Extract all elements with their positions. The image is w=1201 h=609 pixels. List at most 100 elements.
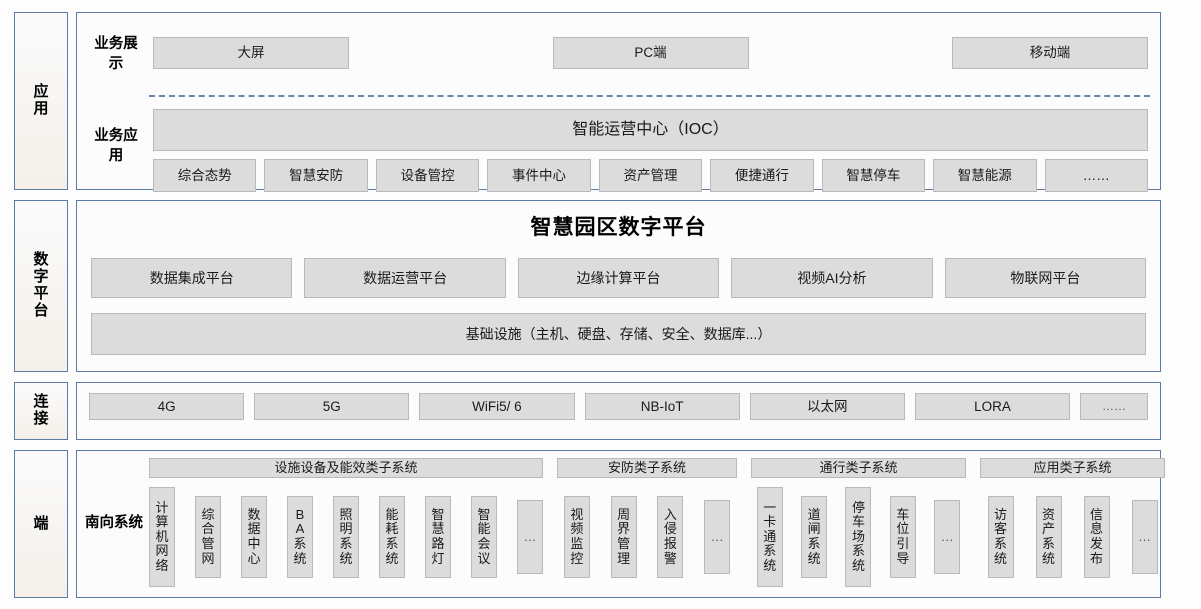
layer-application: 应用 业务展示 业务应用 大屏 PC端 移动端 智能运营中心（IOC） 综合态势… (14, 12, 1161, 192)
subsystem-group-application: 应用类子系统 访客系统 资产系统 信息发布 … (980, 458, 1165, 590)
subsystem-group-security: 安防类子系统 视频监控 周界管理 入侵报警 … (557, 458, 737, 590)
subsystem-group-application-title: 应用类子系统 (980, 458, 1165, 478)
subsystem-label: 信息发布 (1090, 506, 1104, 566)
layer-tag-application: 应用 (14, 12, 68, 190)
subsystem-lighting-system[interactable]: 照明系统 (333, 496, 359, 578)
layer-tag-terminal: 端 (14, 450, 68, 598)
subsystem-label: 一卡通系统 (763, 499, 777, 573)
connection-row: 4G 5G WiFi5/ 6 NB-IoT 以太网 LORA …… (89, 393, 1149, 420)
platform-iot[interactable]: 物联网平台 (944, 258, 1147, 298)
layer-body-digital-platform: 智慧园区数字平台 数据集成平台 数据运营平台 边缘计算平台 视频AI分析 物联网… (76, 200, 1161, 372)
subsystem-access-more[interactable]: … (934, 500, 961, 574)
subsystem-label: … (1138, 528, 1151, 544)
subsystem-security-more[interactable]: … (704, 500, 731, 574)
subsystem-label: 资产系统 (1042, 506, 1056, 566)
display-item-mobile[interactable]: 移动端 (952, 37, 1148, 69)
subsystem-label: 车位引导 (896, 506, 910, 566)
subsystem-energy-consumption-system[interactable]: 能耗系统 (379, 496, 405, 578)
subsystem-label: 停车场系统 (851, 499, 865, 573)
subsystem-facility-more[interactable]: … (517, 500, 543, 574)
app-item-smart-energy[interactable]: 智慧能源 (933, 159, 1037, 192)
network-ethernet[interactable]: 以太网 (749, 393, 905, 420)
subsystem-groups: 设施设备及能效类子系统 计算机网络 综合管网 数据中心 BA系统 照明系统 能耗… (145, 451, 1175, 597)
app-item-device-control[interactable]: 设备管控 (375, 159, 480, 192)
layer-body-application: 业务展示 业务应用 大屏 PC端 移动端 智能运营中心（IOC） 综合态势 智慧… (76, 12, 1161, 192)
subsystem-label: 照明系统 (339, 506, 353, 566)
platform-title: 智慧园区数字平台 (530, 216, 707, 239)
subsystem-parking-space-guidance[interactable]: 车位引导 (889, 496, 916, 578)
layer-tag-connection-label: 连接 (33, 393, 49, 427)
subsystem-label: 视频监控 (570, 506, 584, 566)
subsystem-barrier-gate-system[interactable]: 道闸系统 (801, 496, 828, 578)
subsystem-integrated-pipe-network[interactable]: 综合管网 (195, 496, 221, 578)
subsystem-group-access-title: 通行类子系统 (751, 458, 966, 478)
subsystem-label: 数据中心 (247, 506, 261, 566)
network-nbiot[interactable]: NB-IoT (584, 393, 740, 420)
app-item-asset-management[interactable]: 资产管理 (598, 159, 703, 192)
business-display-row: 大屏 PC端 移动端 (153, 37, 1148, 69)
infrastructure-bar[interactable]: 基础设施（主机、硬盘、存储、安全、数据库...） (91, 313, 1146, 355)
layer-tag-connection: 连接 (14, 382, 68, 440)
subsystem-smart-meeting[interactable]: 智能会议 (471, 496, 497, 578)
app-item-comprehensive-situation[interactable]: 综合态势 (153, 159, 257, 192)
divider-dashed (149, 95, 1150, 97)
subsystem-video-surveillance[interactable]: 视频监控 (563, 496, 590, 578)
platform-edge-computing[interactable]: 边缘计算平台 (517, 258, 720, 298)
layer-terminal: 端 南向系统 设施设备及能效类子系统 计算机网络 综合管网 数据中心 BA系统 … (14, 450, 1165, 598)
subsystem-label: 道闸系统 (807, 506, 821, 566)
subsystem-label: 周界管理 (617, 506, 631, 566)
subsystem-asset-system[interactable]: 资产系统 (1035, 496, 1062, 578)
business-application-row: 综合态势 智慧安防 设备管控 事件中心 资产管理 便捷通行 智慧停车 智慧能源 … (153, 159, 1148, 192)
subsystem-label: 计算机网络 (155, 499, 169, 573)
subsystem-ba-system[interactable]: BA系统 (287, 496, 313, 578)
platform-data-integration[interactable]: 数据集成平台 (91, 258, 293, 298)
subsystem-label: 综合管网 (201, 506, 215, 566)
subsystem-data-center[interactable]: 数据中心 (241, 496, 267, 578)
platform-video-ai-analysis[interactable]: 视频AI分析 (731, 258, 933, 298)
app-item-convenient-access[interactable]: 便捷通行 (710, 159, 814, 192)
display-item-big-screen[interactable]: 大屏 (153, 37, 349, 69)
subsystem-label: BA系统 (293, 506, 307, 566)
layer-connection: 连接 4G 5G WiFi5/ 6 NB-IoT 以太网 LORA …… (14, 382, 1161, 440)
subsystem-group-facility: 设施设备及能效类子系统 计算机网络 综合管网 数据中心 BA系统 照明系统 能耗… (149, 458, 543, 590)
subsystem-smart-streetlight[interactable]: 智慧路灯 (425, 496, 451, 578)
layer-body-terminal: 南向系统 设施设备及能效类子系统 计算机网络 综合管网 数据中心 BA系统 照明… (76, 450, 1165, 598)
app-item-smart-parking[interactable]: 智慧停车 (821, 159, 926, 192)
network-wifi[interactable]: WiFi5/ 6 (419, 393, 575, 420)
subsystem-computer-network[interactable]: 计算机网络 (149, 487, 175, 587)
network-lora[interactable]: LORA (914, 393, 1071, 420)
southbound-system-label: 南向系统 (85, 515, 143, 532)
subsystem-application-more[interactable]: … (1131, 500, 1158, 574)
subsystem-parking-lot-system[interactable]: 停车场系统 (845, 487, 872, 587)
subsystem-label: 入侵报警 (663, 506, 677, 566)
app-item-smart-security[interactable]: 智慧安防 (264, 159, 368, 192)
subsystem-group-security-title: 安防类子系统 (557, 458, 737, 478)
subsystem-label: 访客系统 (994, 506, 1008, 566)
subsystem-information-release[interactable]: 信息发布 (1083, 496, 1110, 578)
subsystem-perimeter-management[interactable]: 周界管理 (610, 496, 637, 578)
platform-data-operations[interactable]: 数据运营平台 (304, 258, 506, 298)
sublabel-business-display: 业务展示 (94, 36, 138, 72)
layer-tag-digital-platform: 数字平台 (14, 200, 68, 372)
ioc-bar[interactable]: 智能运营中心（IOC） (153, 109, 1148, 151)
subsystem-label: … (940, 528, 954, 544)
network-4g[interactable]: 4G (89, 393, 245, 420)
app-item-event-center[interactable]: 事件中心 (487, 159, 591, 192)
subsystem-label: … (523, 528, 537, 544)
layer-body-connection: 4G 5G WiFi5/ 6 NB-IoT 以太网 LORA …… (76, 382, 1161, 440)
subsystem-one-card-system[interactable]: 一卡通系统 (756, 487, 783, 587)
subsystem-label: … (710, 528, 724, 544)
subsystem-intrusion-alarm[interactable]: 入侵报警 (657, 496, 684, 578)
display-item-pc[interactable]: PC端 (552, 37, 749, 69)
subsystem-visitor-system[interactable]: 访客系统 (987, 496, 1014, 578)
network-5g[interactable]: 5G (254, 393, 410, 420)
app-item-more[interactable]: …… (1044, 159, 1148, 192)
platform-modules-row: 数据集成平台 数据运营平台 边缘计算平台 视频AI分析 物联网平台 (91, 258, 1147, 298)
subsystem-label: 智慧路灯 (431, 506, 445, 566)
subsystem-group-access: 通行类子系统 一卡通系统 道闸系统 停车场系统 车位引导 … (751, 458, 966, 590)
sublabel-business-application: 业务应用 (94, 128, 138, 164)
network-more[interactable]: …… (1080, 393, 1149, 420)
layer-tag-digital-platform-label: 数字平台 (33, 251, 49, 319)
layer-tag-terminal-label: 端 (33, 514, 49, 532)
